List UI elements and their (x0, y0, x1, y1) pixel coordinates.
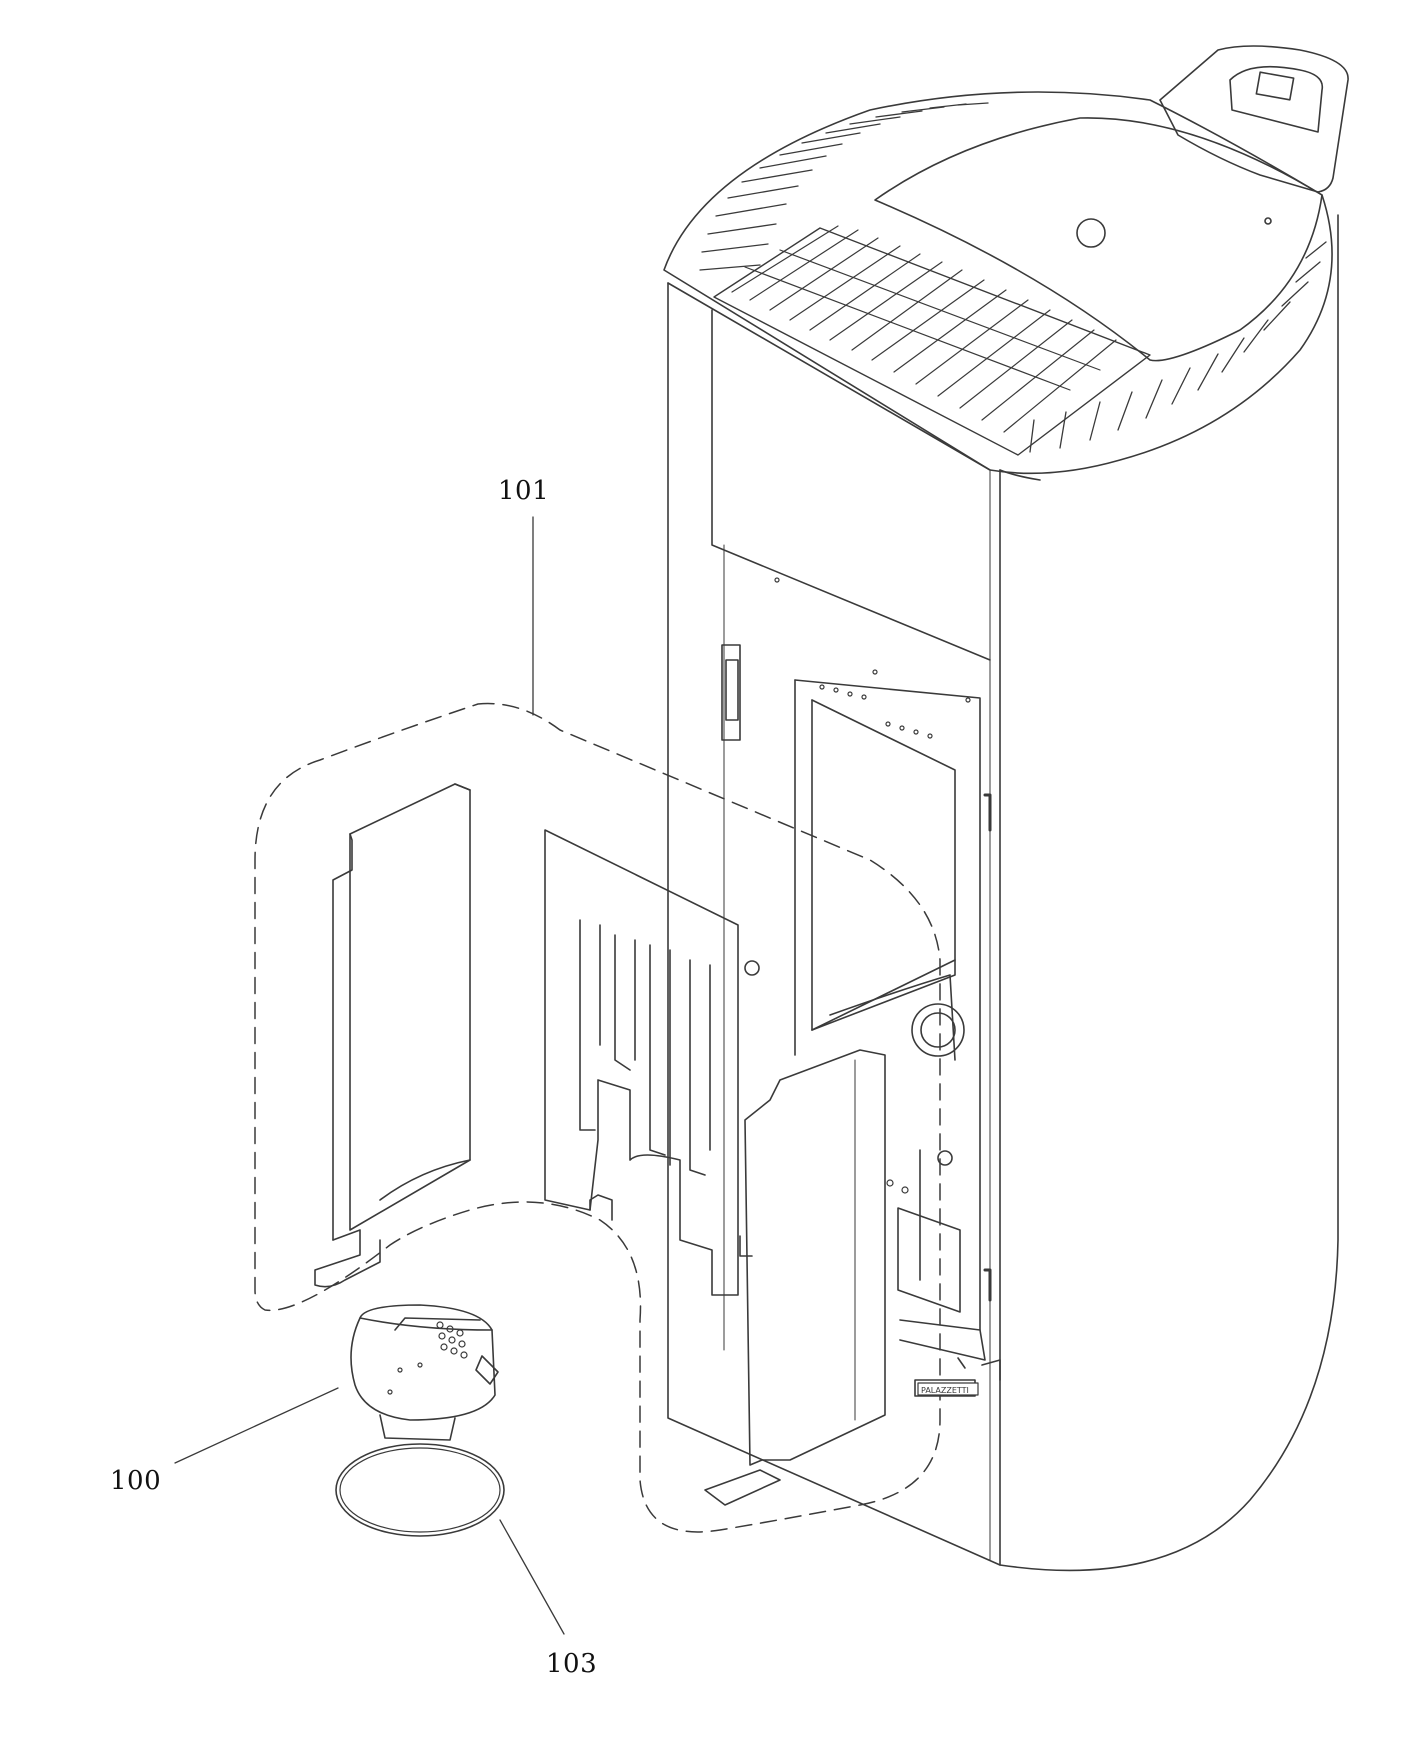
leader-103 (499, 1519, 565, 1635)
firebox-frame (721, 577, 1001, 1397)
right-lining-panel (704, 1049, 886, 1506)
callout-label-103: 103 (546, 1649, 598, 1679)
stove-body (667, 214, 1339, 1572)
part-group-outline (254, 702, 941, 1533)
callout-label-100: 100 (110, 1466, 162, 1496)
svg-text:PALAZZETTI: PALAZZETTI (921, 1386, 969, 1395)
gasket-ring (335, 1443, 505, 1537)
burn-pot (350, 1304, 499, 1441)
back-lining-panel (544, 829, 760, 1296)
nameplate: PALAZZETTI (917, 1382, 979, 1396)
top-cover (663, 45, 1349, 475)
leader-100 (174, 1387, 339, 1464)
left-lining-panel (314, 783, 471, 1288)
leader-lines (174, 516, 565, 1635)
callout-label-101: 101 (498, 476, 550, 506)
